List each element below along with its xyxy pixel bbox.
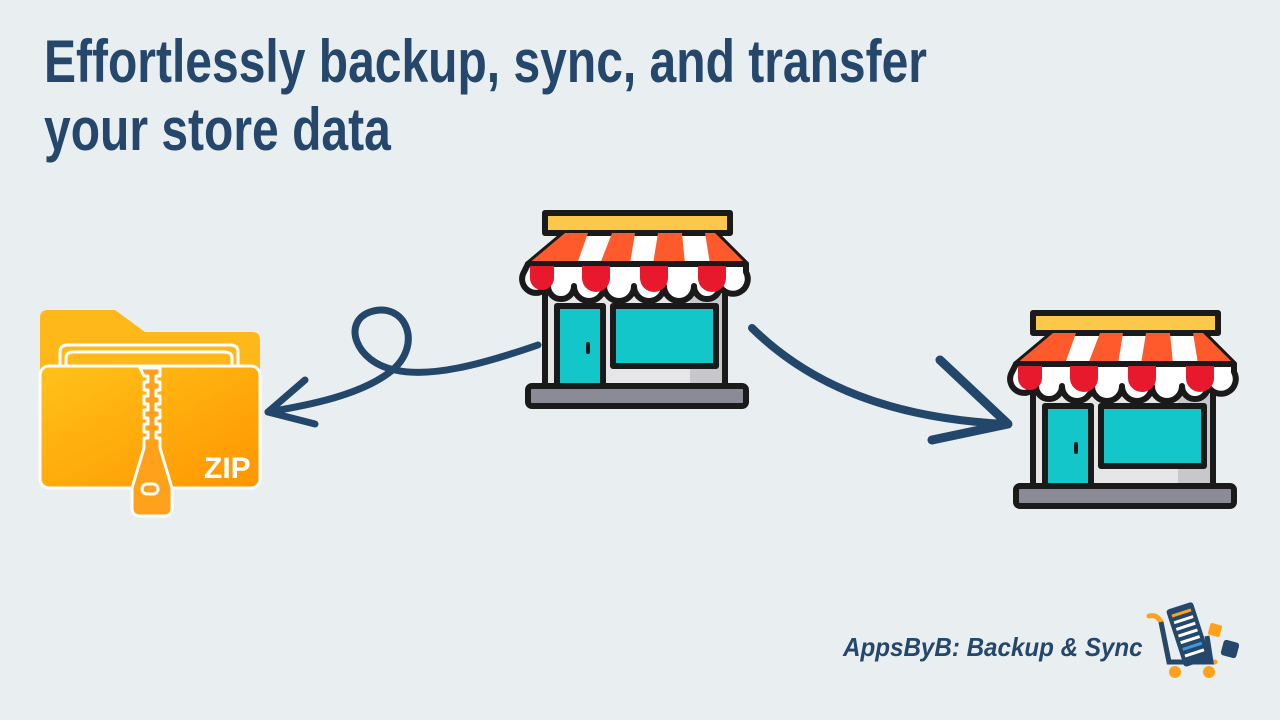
headline-line-1: Effortlessly backup, sync, and transfer: [44, 28, 927, 95]
headline-line-2: your store data: [44, 96, 391, 163]
cart-logo-icon: [1146, 602, 1240, 678]
brand-name: AppsByB: Backup & Sync: [843, 632, 1143, 662]
source-store-icon: [519, 210, 751, 409]
zip-folder-icon: ZIP: [38, 310, 262, 518]
target-store-icon: [1007, 310, 1239, 509]
zip-label: ZIP: [204, 452, 251, 485]
headline: Effortlessly backup, sync, and transfer …: [44, 28, 927, 164]
